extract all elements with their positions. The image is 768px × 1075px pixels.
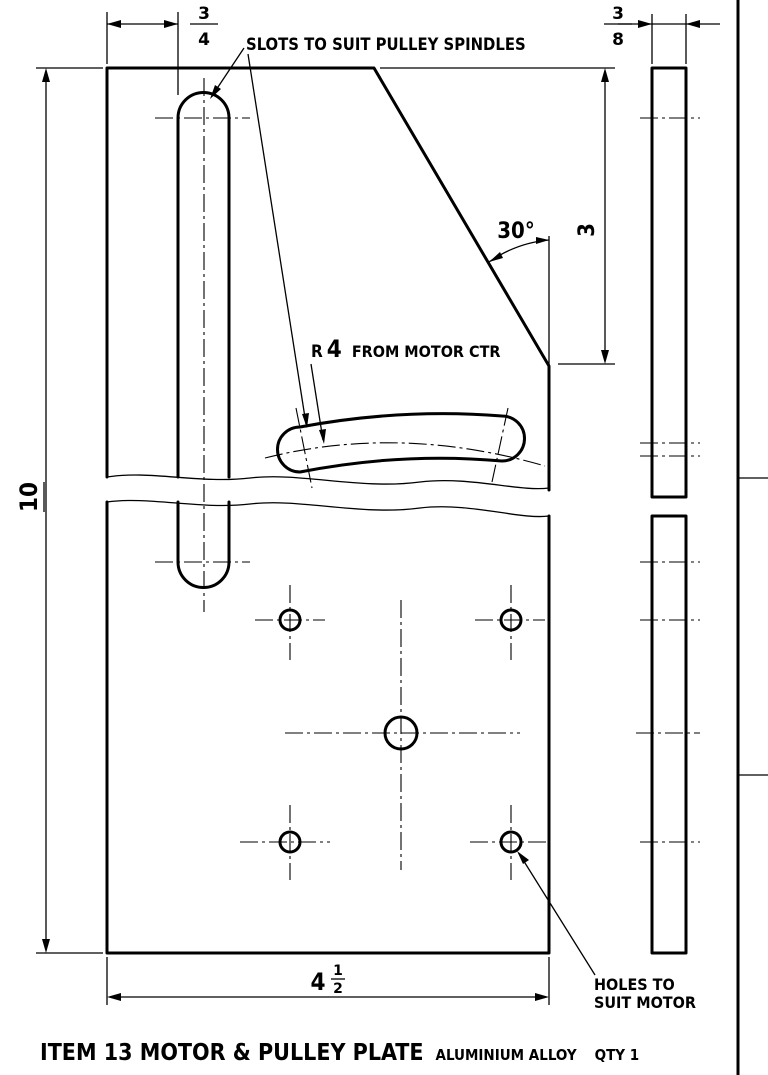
dimension-angled-height: 3 — [380, 67, 615, 365]
overall-width-whole: 4 — [310, 968, 325, 996]
overall-width-numerator: 1 — [333, 963, 343, 979]
title-material: ALUMINIUM ALLOY — [436, 1046, 577, 1064]
dimension-overall-height: 10 — [15, 67, 103, 954]
holes-note-line1: HOLES TO — [594, 975, 675, 994]
angle-label: 30° — [497, 219, 534, 244]
motor-holes — [240, 585, 550, 880]
slot-width-numerator: 3 — [198, 4, 210, 24]
dimension-angle: 30° — [488, 219, 550, 366]
sheet-border — [736, 0, 768, 1075]
dimension-overall-width: 4 1 2 — [106, 957, 550, 1005]
radius-prefix: R — [311, 342, 323, 362]
dimension-slot-width: 3 4 — [106, 4, 218, 95]
thickness-numerator: 3 — [612, 4, 624, 24]
plate-side-view — [636, 66, 700, 955]
slots-note-text: SLOTS TO SUIT PULLEY SPINDLES — [246, 35, 526, 54]
radius-suffix: FROM MOTOR CTR — [352, 342, 501, 361]
dimension-thickness: 3 8 — [604, 4, 720, 64]
holes-note-line2: SUIT MOTOR — [594, 993, 696, 1012]
title-item: ITEM 13 MOTOR & PULLEY PLATE — [40, 1040, 424, 1066]
vertical-slot — [155, 78, 250, 612]
overall-width-denominator: 2 — [333, 981, 343, 997]
holes-note: HOLES TO SUIT MOTOR — [517, 851, 696, 1012]
slots-note: SLOTS TO SUIT PULLEY SPINDLES — [210, 35, 526, 428]
curved-slot — [264, 407, 546, 489]
drawing-title: ITEM 13 MOTOR & PULLEY PLATE ALUMINIUM A… — [40, 1040, 639, 1066]
slot-width-denominator: 4 — [198, 30, 210, 50]
radius-value: 4 — [327, 335, 342, 363]
angled-height-label: 3 — [575, 223, 600, 237]
plate-front-view — [105, 66, 551, 955]
overall-height-label: 10 — [15, 482, 43, 512]
radius-note-text: R 4 FROM MOTOR CTR — [311, 335, 500, 363]
thickness-denominator: 8 — [612, 30, 624, 50]
title-line: ITEM 13 MOTOR & PULLEY PLATE ALUMINIUM A… — [40, 1040, 639, 1066]
title-quantity: QTY 1 — [595, 1046, 640, 1064]
radius-note: R 4 FROM MOTOR CTR — [310, 335, 500, 444]
